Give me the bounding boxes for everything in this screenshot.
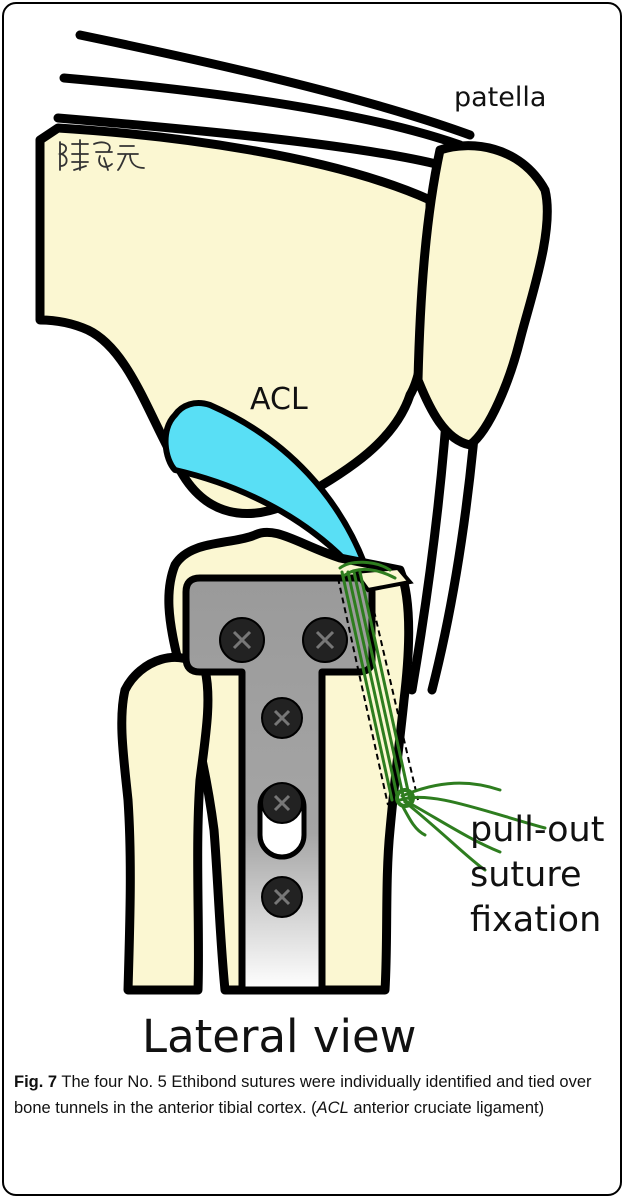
- screw-4: [262, 783, 302, 823]
- patella-label: patella: [454, 82, 546, 113]
- patella: [418, 146, 547, 445]
- pull-out-label-line2: suture: [470, 853, 604, 898]
- caption-abbreviation: ACL: [317, 1099, 349, 1117]
- fibula: [122, 657, 208, 990]
- screw-1: [220, 618, 264, 662]
- screw-3: [262, 698, 302, 738]
- pull-out-suture-fixation-label: pull-out suture fixation: [470, 808, 604, 943]
- screw-2: [303, 618, 347, 662]
- view-title: Lateral view: [142, 1010, 416, 1063]
- caption-figure-number: Fig. 7: [14, 1073, 57, 1091]
- pull-out-label-line1: pull-out: [470, 808, 604, 853]
- screw-5: [262, 877, 302, 917]
- artist-signature: [56, 136, 152, 176]
- acl-label: ACL: [250, 382, 308, 417]
- caption-text-2: anterior cruciate ligament): [349, 1099, 544, 1117]
- pull-out-label-line3: fixation: [470, 898, 604, 943]
- figure-caption: Fig. 7 The four No. 5 Ethibond sutures w…: [14, 1069, 612, 1121]
